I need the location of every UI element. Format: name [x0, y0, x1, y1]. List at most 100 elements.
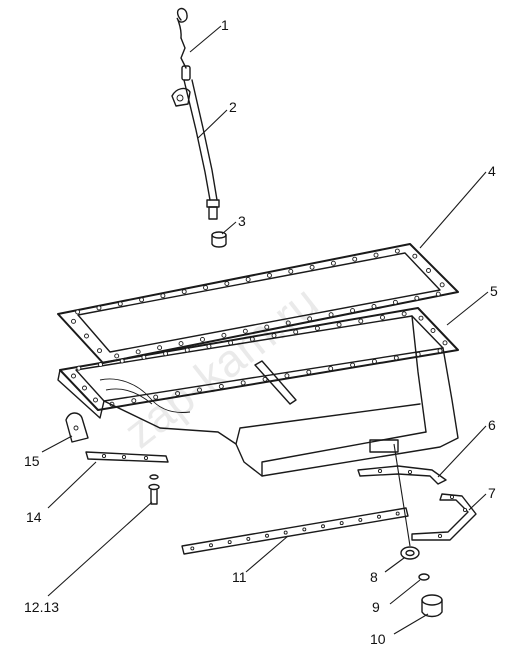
bolt-hole [380, 314, 385, 320]
bolt-hole [328, 312, 334, 318]
bolt-hole [437, 348, 443, 354]
bolt-hole [175, 391, 181, 396]
bolt-hole [284, 373, 290, 379]
bolt-hole [224, 281, 230, 286]
bolt-hole [97, 348, 102, 354]
bolt-hole [412, 253, 418, 259]
bolt-hole [242, 328, 248, 334]
bolt-hole [84, 333, 89, 339]
part-1-dipstick-handle [176, 7, 191, 81]
bolt-hole [321, 524, 325, 529]
bolt-hole [75, 309, 81, 315]
part-10-drain-plug [421, 594, 443, 618]
bolt-hole [328, 366, 334, 372]
bolt-hole [414, 295, 420, 301]
bolt-hole [435, 291, 441, 297]
label-9: 9 [372, 599, 380, 615]
bolt-hole [245, 277, 251, 282]
bolt-hole [395, 511, 400, 516]
part-9-o-ring [418, 573, 430, 581]
bolt-hole [430, 328, 436, 333]
bolt-hole [71, 373, 76, 379]
bolt-hole [209, 543, 213, 548]
label-15: 15 [24, 453, 40, 469]
bolt-hole [293, 329, 299, 335]
bolt-hole [288, 268, 294, 274]
bolt-hole [82, 385, 87, 391]
part-5-oil-pan [57, 307, 459, 477]
label-1: 1 [221, 17, 229, 33]
part-4-upper-gasket [57, 243, 459, 364]
label-8: 8 [370, 569, 378, 585]
bolt-hole [350, 308, 355, 314]
bolt-hole [336, 322, 342, 328]
bolt-hole [98, 362, 103, 368]
bolt-hole [426, 268, 431, 273]
bolt-hole [190, 546, 195, 551]
bolt-hole [267, 272, 272, 278]
bolt-hole [373, 252, 379, 258]
bolt-hole [352, 256, 358, 262]
bolt-hole [114, 353, 120, 359]
part-2-dipstick-tube [171, 79, 220, 220]
bolt-hole [141, 354, 147, 360]
label-3: 3 [238, 213, 246, 229]
label-4: 4 [488, 163, 496, 179]
label-7: 7 [488, 485, 496, 501]
label-11: 11 [232, 569, 247, 585]
bolt-hole [314, 325, 320, 331]
bolt-hole [163, 351, 169, 357]
label-14: 14 [26, 509, 42, 525]
bolt-hole [221, 332, 227, 338]
bolt-hole [330, 260, 336, 266]
callout-labels: 1 2 3 4 5 6 7 8 9 10 11 12.13 14 15 [24, 17, 498, 647]
bolt-hole [181, 289, 187, 295]
bolt-hole [249, 336, 255, 342]
bolt-hole [358, 517, 363, 522]
label-2: 2 [229, 99, 237, 115]
bolt-hole [184, 347, 190, 353]
bolt-hole [117, 301, 123, 307]
label-6: 6 [488, 417, 496, 433]
bolt-hole [153, 394, 159, 400]
part-3-tube-plug [211, 231, 227, 248]
bolt-hole [265, 533, 269, 538]
bolt-hole [442, 340, 448, 346]
bolt-hole [264, 324, 270, 330]
part-11-long-gasket [181, 507, 409, 555]
bolt-hole [392, 299, 398, 305]
bolt-hole [93, 397, 98, 403]
bolt-hole [139, 297, 145, 303]
bolt-hole [309, 264, 315, 270]
bolt-hole [307, 316, 313, 322]
bolt-hole [439, 282, 445, 288]
bolt-hole [371, 303, 377, 309]
part-6-seal-strip [357, 465, 447, 485]
bolt-hole [350, 362, 356, 368]
bolt-hole [358, 318, 364, 324]
bolt-hole [227, 540, 232, 545]
leader-lines [41, 25, 489, 635]
bolt-hole [200, 336, 205, 342]
bolt-hole [302, 527, 307, 532]
label-12-13: 12.13 [24, 599, 59, 615]
part-12-13-bolt [148, 474, 160, 505]
bolt-hole [394, 248, 400, 254]
bolt-hole [306, 369, 312, 375]
bolt-hole [228, 340, 234, 346]
bolt-hole [76, 365, 82, 371]
bolt-hole [285, 320, 291, 326]
bolt-hole [96, 305, 102, 311]
bolt-hole [71, 318, 76, 324]
bolt-hole [206, 343, 212, 349]
bolt-hole [371, 359, 377, 364]
label-5: 5 [490, 283, 498, 299]
bolt-hole [196, 387, 202, 393]
part-8-drain-washer [400, 546, 420, 560]
bolt-hole [240, 380, 246, 386]
bolt-hole [377, 514, 381, 519]
bolt-hole [246, 536, 251, 541]
bolt-hole [271, 333, 277, 339]
bolt-hole [131, 398, 137, 404]
